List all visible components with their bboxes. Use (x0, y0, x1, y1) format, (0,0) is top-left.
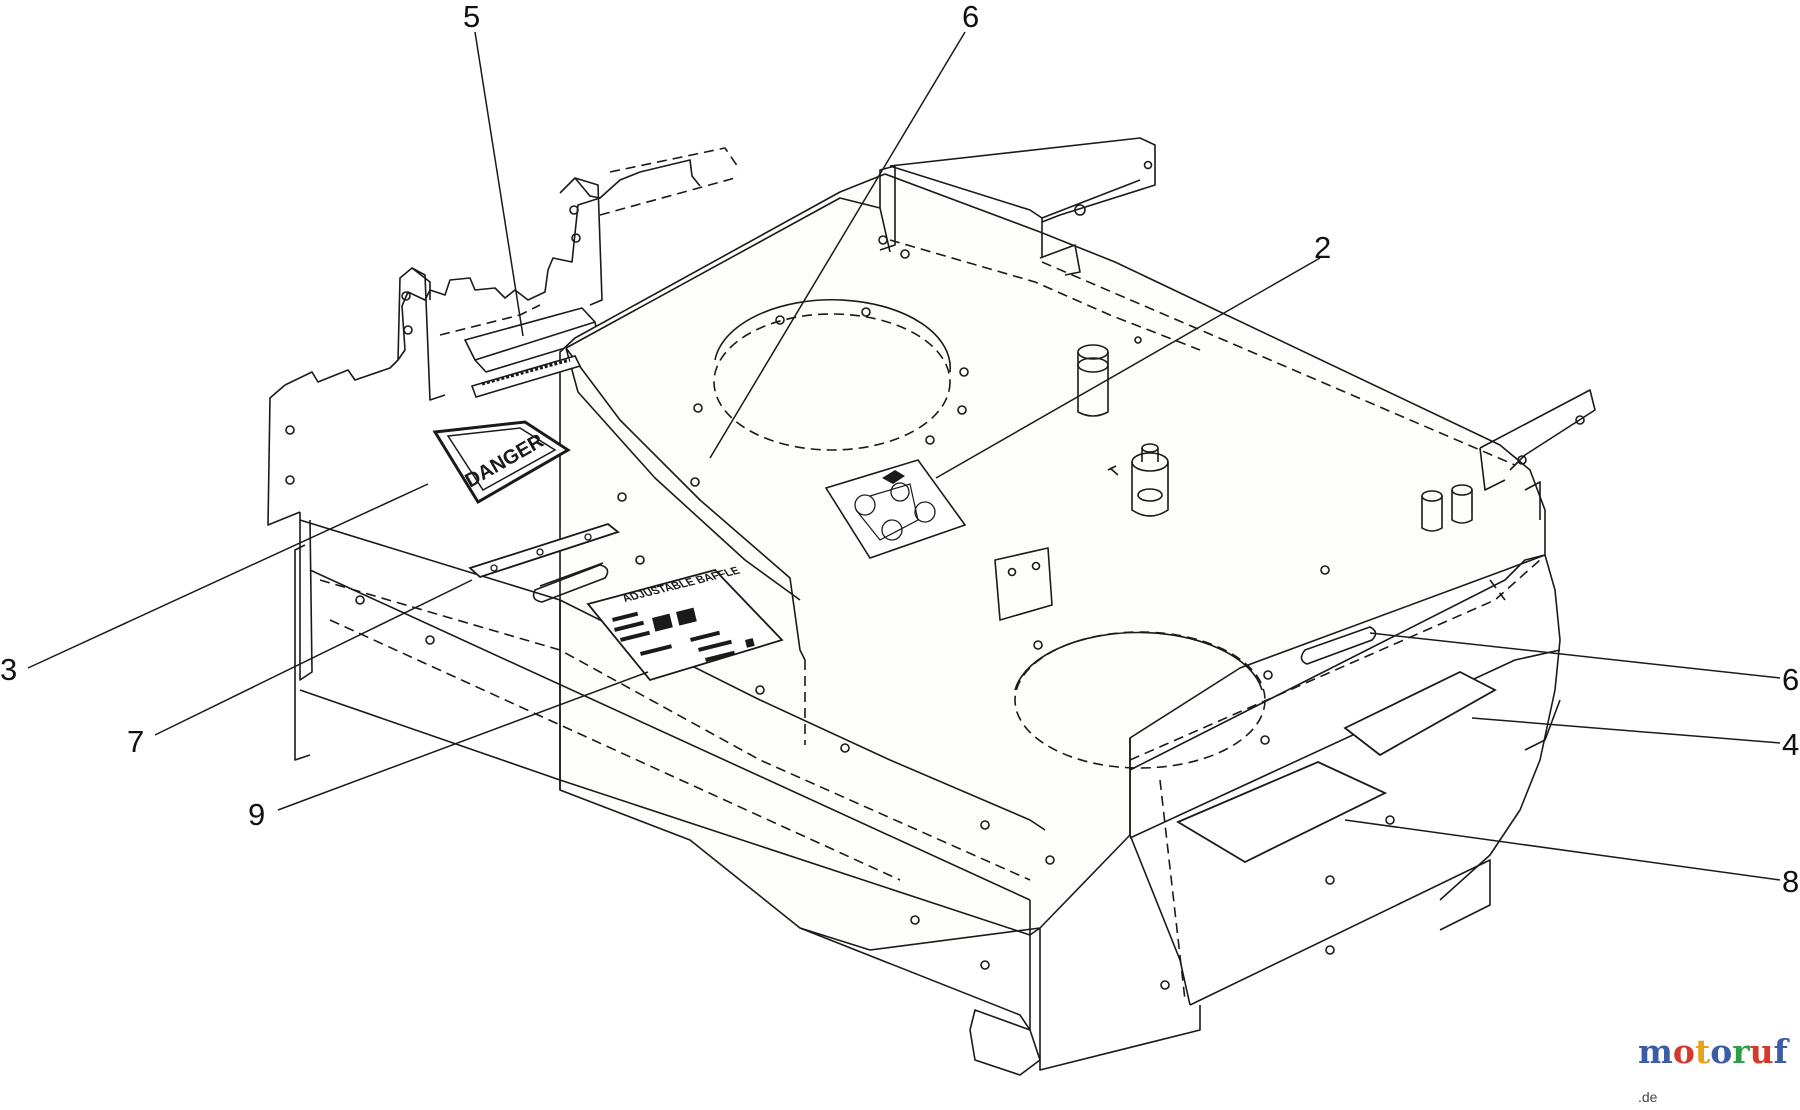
watermark-letter-2: t (1694, 1032, 1711, 1071)
leader-6-top (709, 31, 966, 459)
callout-9: 9 (248, 797, 265, 832)
watermark-letter-1: o (1672, 1032, 1695, 1071)
watermark-letter-4: r (1732, 1032, 1750, 1071)
deck-top-plate (559, 173, 1546, 951)
deck-hidden-lines (319, 239, 1541, 1001)
callout-3: 3 (0, 652, 17, 687)
decal-right-medium (1343, 670, 1497, 757)
callout-8: 8 (1782, 864, 1799, 899)
pin-post-right (1421, 484, 1473, 532)
decal-baffle-graphics (612, 607, 755, 662)
leader-8 (1344, 819, 1781, 881)
decal-height-of-cut (468, 522, 620, 579)
blade-opening-front-edge (1014, 631, 1263, 691)
decal-baffle-adjust: ADJUSTABLE BAFFLE (586, 565, 784, 682)
leader-7 (154, 579, 473, 736)
watermark-letter-5: u (1749, 1032, 1774, 1071)
spindle-post-rear (1077, 344, 1109, 417)
deck-right-skirt (1039, 554, 1561, 1071)
baffle-slot (532, 564, 609, 603)
baffle-slot-edge (539, 562, 604, 587)
decal-belt-routing (824, 459, 967, 559)
blade-opening-rear (713, 313, 951, 451)
motoruf-watermark: motoruf .de (1638, 1032, 1788, 1105)
watermark-letter-6: f (1773, 1032, 1788, 1071)
deck-small-bracket (994, 547, 1053, 621)
leader-lines (27, 31, 1781, 881)
deck-front-lip (559, 600, 1041, 1076)
deck-center-ridge (565, 165, 896, 661)
watermark-tld: .de (1638, 1089, 1658, 1105)
leader-9 (277, 671, 649, 811)
callout-4: 4 (1782, 727, 1799, 762)
decal-right-small (1300, 626, 1377, 665)
callout-7: 7 (127, 724, 144, 759)
callout-5: 5 (463, 0, 480, 34)
blade-opening-rear-edge (714, 298, 952, 373)
callout-2: 2 (1314, 230, 1331, 265)
spindle-post-center (1107, 443, 1169, 517)
watermark-letter-3: o (1710, 1032, 1733, 1071)
mower-deck-drawing: DANGER ADJUSTABLE BAFFLE (0, 0, 1799, 1076)
leader-3 (27, 483, 429, 669)
leader-2 (935, 257, 1321, 479)
deck-bolt-holes (355, 235, 1395, 990)
leader-5 (474, 31, 524, 337)
decal-rear-strip (470, 355, 582, 398)
leader-6-right (1369, 632, 1781, 679)
leader-4 (1471, 717, 1781, 744)
rear-hitch-rail (267, 159, 701, 761)
decal-danger: DANGER (432, 420, 571, 505)
callout-6-top: 6 (962, 0, 979, 34)
deck-right-bracket (889, 137, 1596, 520)
callout-6-right: 6 (1782, 662, 1799, 697)
decal-right-large (1176, 761, 1388, 864)
watermark-letter-0: m (1638, 1032, 1673, 1071)
